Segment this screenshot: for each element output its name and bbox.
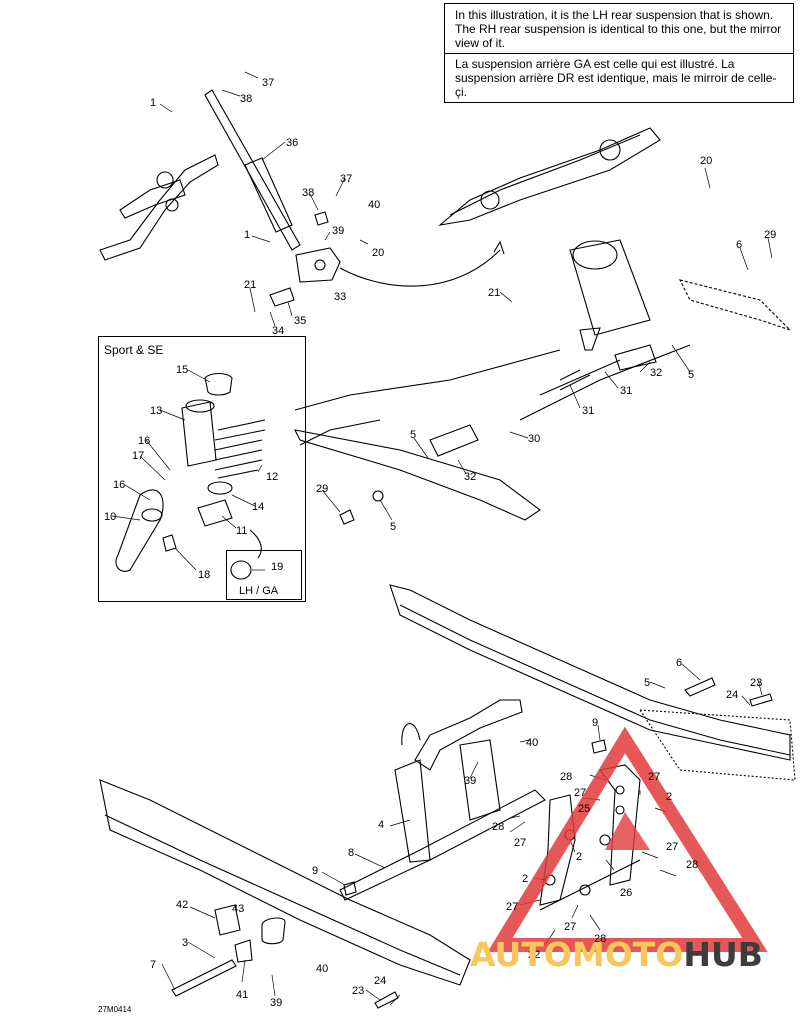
callout-35: 35 (294, 315, 306, 327)
callout-28: 28 (686, 859, 698, 871)
callout-23: 23 (352, 985, 364, 997)
callout-14: 14 (252, 501, 264, 513)
callout-39: 39 (464, 775, 476, 787)
lh-detail-box: LH / GA 19 (226, 550, 302, 600)
callout-30: 30 (528, 433, 540, 445)
watermark-part1: AUTO (470, 935, 572, 974)
callout-2: 2 (522, 873, 528, 885)
callout-41: 41 (236, 989, 248, 1001)
callout-23: 23 (750, 677, 762, 689)
callout-26: 26 (620, 887, 632, 899)
callout-32: 32 (464, 471, 476, 483)
callout-32: 32 (650, 367, 662, 379)
watermark-logo: AUTOMOTOHUB (470, 935, 763, 974)
callout-5: 5 (688, 369, 694, 381)
callout-22: 22 (528, 949, 540, 961)
callout-42: 42 (176, 899, 188, 911)
watermark-part3: HUB (683, 935, 763, 974)
callout-31: 31 (582, 405, 594, 417)
callout-39: 39 (270, 997, 282, 1009)
callout-40: 40 (526, 737, 538, 749)
callout-2: 2 (576, 851, 582, 863)
lh-part-number: 19 (271, 561, 284, 573)
note-french: La suspension arrière GA est celle qui e… (455, 57, 777, 99)
lh-label: LH / GA (239, 585, 279, 597)
callout-24: 24 (726, 689, 738, 701)
callout-27: 27 (506, 901, 518, 913)
callout-10: 10 (104, 511, 116, 523)
watermark-triangle (487, 726, 768, 952)
callout-28: 28 (560, 771, 572, 783)
callout-7: 7 (150, 959, 156, 971)
callout-40: 40 (368, 199, 380, 211)
callout-20: 20 (372, 247, 384, 259)
callout-27: 27 (574, 787, 586, 799)
callout-34: 34 (272, 325, 284, 337)
callout-29: 29 (316, 483, 328, 495)
lower-rail-assembly (99, 584, 796, 1009)
inset-shock-parts (115, 372, 266, 580)
callout-5: 5 (410, 429, 416, 441)
callout-27: 27 (514, 837, 526, 849)
callout-33: 33 (334, 291, 346, 303)
callout-2: 2 (666, 791, 672, 803)
callout-38: 38 (302, 187, 314, 199)
callout-27: 27 (648, 771, 660, 783)
callout-38: 38 (240, 93, 252, 105)
callout-28: 28 (594, 933, 606, 945)
drawing-code: 27M0414 (98, 1005, 132, 1014)
callout-27: 27 (666, 841, 678, 853)
front-arm-assembly (99, 89, 505, 307)
callout-12: 12 (266, 471, 278, 483)
leader-lines (111, 71, 773, 1006)
callout-16: 16 (113, 479, 125, 491)
sport-se-inset (98, 336, 306, 602)
callout-9: 9 (312, 865, 318, 877)
callout-1: 1 (150, 97, 156, 109)
callout-16: 16 (138, 435, 150, 447)
callout-25: 25 (578, 803, 590, 815)
callout-43: 43 (232, 903, 244, 915)
callout-5: 5 (390, 521, 396, 533)
watermark-part2: MOTO (571, 935, 684, 974)
callout-6: 6 (676, 657, 682, 669)
callout-28: 28 (492, 821, 504, 833)
callout-3: 3 (182, 937, 188, 949)
callout-15: 15 (176, 364, 188, 376)
callout-18: 18 (198, 569, 210, 581)
callout-4: 4 (378, 819, 384, 831)
callout-9: 9 (592, 717, 598, 729)
callout-17: 17 (132, 450, 144, 462)
callout-21: 21 (244, 279, 256, 291)
callout-6: 6 (736, 239, 742, 251)
inset-title: Sport & SE (104, 343, 164, 357)
callout-37: 37 (262, 77, 274, 89)
callout-29: 29 (764, 229, 776, 241)
callout-labels: 1 37 38 36 38 37 40 1 39 20 21 33 34 35 … (104, 77, 776, 1009)
callout-27: 27 (564, 921, 576, 933)
callout-39: 39 (332, 225, 344, 237)
rear-shock-and-rail (294, 127, 791, 525)
callout-24: 24 (374, 975, 386, 987)
callout-8: 8 (348, 847, 354, 859)
callout-36: 36 (286, 137, 298, 149)
callout-37: 37 (340, 173, 352, 185)
note-english: In this illustration, it is the LH rear … (445, 4, 793, 54)
illustration-note: In this illustration, it is the LH rear … (444, 3, 794, 103)
callout-21: 21 (488, 287, 500, 299)
callout-31: 31 (620, 385, 632, 397)
callout-20: 20 (700, 155, 712, 167)
callout-11: 11 (236, 525, 247, 537)
callout-40: 40 (316, 963, 328, 975)
callout-13: 13 (150, 405, 162, 417)
callout-1: 1 (244, 229, 250, 241)
callout-5: 5 (644, 677, 650, 689)
